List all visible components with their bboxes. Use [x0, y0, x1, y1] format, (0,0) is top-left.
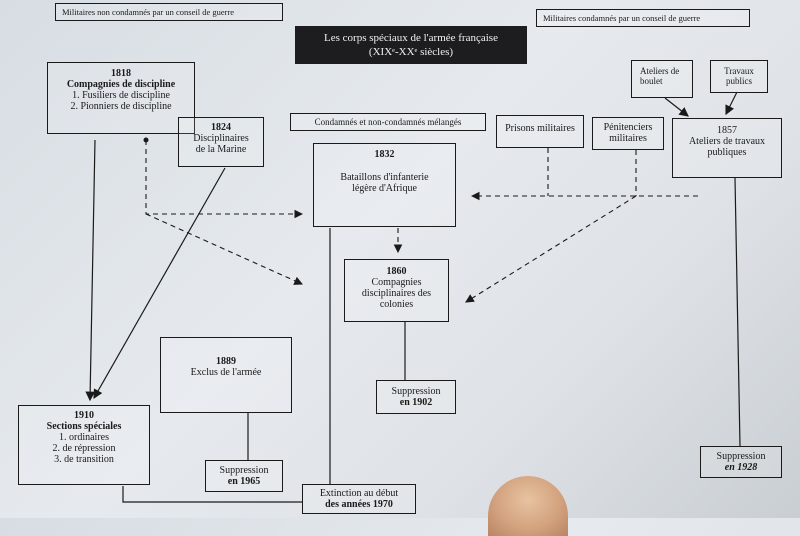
arrow-1818-1910 [85, 139, 96, 402]
year-1889: 1889 [216, 356, 236, 367]
label-s1965-1: Suppression [219, 465, 269, 476]
line-1910-1: 1. ordinaires [59, 432, 109, 443]
label-ext-1: Extinction au début [319, 488, 399, 499]
box-penitenciers: Pénitenciers militaires [592, 117, 664, 150]
box-suppression-1965: Suppression en 1965 [205, 460, 283, 492]
year-1910: 1910 [74, 410, 94, 421]
title-line1: Les corps spéciaux de l'armée française [324, 32, 498, 44]
line-1860-1: Compagnies [371, 277, 422, 288]
header-non-condamnes: Militaires non condamnés par un conseil … [55, 3, 283, 21]
dashed-1818-1860 [145, 213, 304, 285]
line-1910-extinction [122, 486, 302, 503]
arrow-boulet-1857 [664, 97, 689, 117]
year-1832: 1832 [374, 149, 395, 160]
label-s1902-1: Suppression [391, 386, 441, 397]
label-prisons: Prisons militaires [505, 123, 575, 134]
label-travaux-1: Travaux [724, 66, 754, 76]
line-1889-1: Exclus de l'armée [190, 367, 262, 378]
name-1910: Sections spéciales [46, 421, 122, 432]
box-1910: 1910 Sections spéciales 1. ordinaires 2.… [18, 405, 150, 485]
label-ext-2: des années 1970 [325, 499, 393, 510]
arrow-travaux-1857 [725, 91, 738, 116]
label-s1928-2: en 1928 [724, 462, 758, 473]
label-s1902-2: en 1902 [399, 397, 433, 408]
line-1818-2: 2. Pionniers de discipline [70, 101, 172, 112]
year-1818: 1818 [111, 68, 131, 79]
box-suppression-1928: Suppression en 1928 [700, 446, 782, 478]
box-prisons: Prisons militaires [496, 115, 584, 148]
year-1824: 1824 [211, 122, 231, 133]
box-1824: 1824 Disciplinaires de la Marine [178, 117, 264, 167]
label-travaux-2: publics [726, 76, 752, 86]
dot-marker [143, 137, 149, 143]
dashed-penit-1860 [465, 195, 637, 303]
label-s1928-1: Suppression [716, 451, 766, 462]
line-1824-2: de la Marine [195, 144, 247, 155]
box-1860: 1860 Compagnies disciplinaires des colon… [344, 259, 449, 322]
box-boulet: Ateliers de boulet [631, 60, 693, 98]
box-1889: 1889 Exclus de l'armée [160, 337, 292, 413]
label-boulet-1: Ateliers de [640, 66, 680, 76]
label-melanges: Condamnés et non-condamnés mélangés [290, 113, 486, 131]
box-1832: 1832 Bataillons d'infanterie légère d'Af… [313, 143, 456, 227]
box-extinction: Extinction au début des années 1970 [302, 484, 416, 514]
line-1824-1: Disciplinaires [193, 133, 249, 144]
box-travaux: Travaux publics [710, 60, 768, 93]
connectors [85, 91, 741, 503]
line-1857-1928 [734, 177, 741, 447]
line-1910-2: 2. de répression [52, 443, 116, 454]
label-penit-2: militaires [609, 133, 647, 144]
line-1860-2: disciplinaires des [361, 288, 432, 299]
line-1860-3: colonies [379, 299, 414, 310]
line-1818-1: 1. Fusiliers de discipline [72, 90, 170, 101]
line-1832-1: Bataillons d'infanterie [340, 172, 429, 183]
line-1832-2: légère d'Afrique [352, 183, 417, 194]
line-1857-2: publiques [707, 147, 747, 158]
box-suppression-1902: Suppression en 1902 [376, 380, 456, 414]
header-condamnes: Militaires condamnés par un conseil de g… [536, 9, 750, 27]
year-1857: 1857 [717, 125, 737, 136]
year-1860: 1860 [386, 266, 407, 277]
name-1818: Compagnies de discipline [66, 79, 176, 90]
label-boulet-2: boulet [640, 76, 663, 86]
label-s1965-2: en 1965 [227, 476, 261, 487]
box-1857: 1857 Ateliers de travaux publiques [672, 118, 782, 178]
line-1910-3: 3. de transition [54, 454, 114, 465]
arrow-1824-1910 [93, 167, 226, 400]
title-line2: (XIXᵉ-XXᵉ siècles) [368, 46, 454, 58]
line-1857-1: Ateliers de travaux [688, 136, 766, 147]
diagram-title: Les corps spéciaux de l'armée française … [295, 26, 527, 64]
box-1818: 1818 Compagnies de discipline 1. Fusilie… [47, 62, 195, 134]
label-penit-1: Pénitenciers [603, 122, 653, 133]
